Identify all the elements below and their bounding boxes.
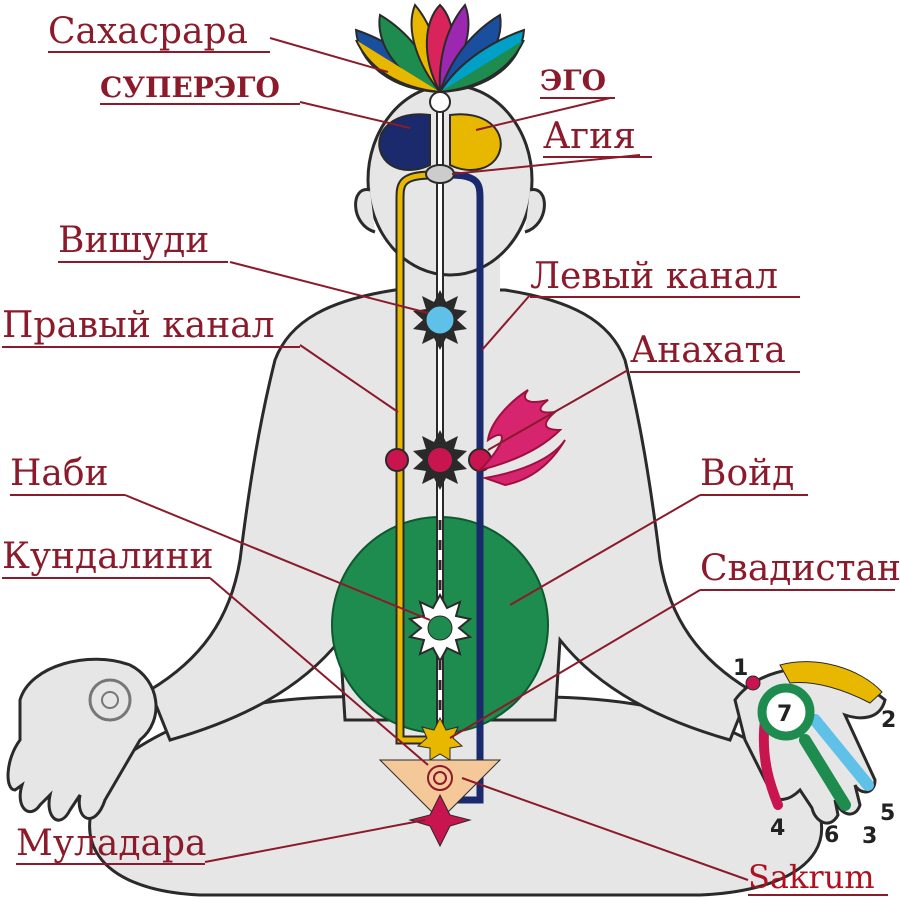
finger-number-4: 4 — [770, 816, 785, 841]
heart-flame-icon — [476, 389, 563, 472]
leader-lines — [124, 37, 749, 881]
finger-number-7: 7 — [777, 702, 792, 727]
right-channel-line — [397, 172, 440, 743]
label-anahata: Анахата — [630, 330, 786, 371]
finger-number-6: 6 — [824, 823, 839, 848]
svadistan-chakra-icon — [416, 716, 464, 761]
sahasrara-point — [429, 91, 451, 113]
agia-point — [425, 164, 455, 184]
left-channel-line — [449, 171, 484, 804]
lotus-icon — [354, 3, 526, 95]
body-figure — [6, 83, 823, 897]
right-hand-icon — [733, 661, 887, 825]
label-sakrum: Sakrum — [748, 858, 875, 896]
label-void: Войд — [700, 453, 794, 494]
label-superego: СУПЕРЭГО — [100, 71, 280, 104]
label-svadistan: Свадистан — [700, 548, 900, 589]
ego-lobe — [449, 113, 502, 171]
label-right-channel: Правый канал — [2, 305, 275, 346]
finger-number-1: 1 — [733, 656, 748, 681]
label-sahasrara: Сахасрара — [48, 11, 248, 52]
label-kundalini: Кундалини — [2, 536, 214, 577]
label-ego: ЭГО — [540, 64, 606, 97]
finger-number-2: 2 — [881, 708, 896, 733]
label-nabi: Наби — [10, 453, 109, 494]
finger-number-3: 3 — [862, 824, 877, 849]
nabi-chakra-icon — [407, 592, 473, 664]
finger-number-5: 5 — [880, 801, 895, 826]
superego-lobe — [378, 113, 431, 171]
label-agia: Агия — [543, 116, 636, 157]
label-vishudi: Вишуди — [58, 220, 209, 261]
vishudi-chakra-icon — [413, 290, 467, 350]
muladara-chakra-icon — [408, 793, 472, 848]
label-left-channel: Левый канал — [530, 256, 778, 297]
label-muladara: Муладара — [16, 823, 207, 864]
